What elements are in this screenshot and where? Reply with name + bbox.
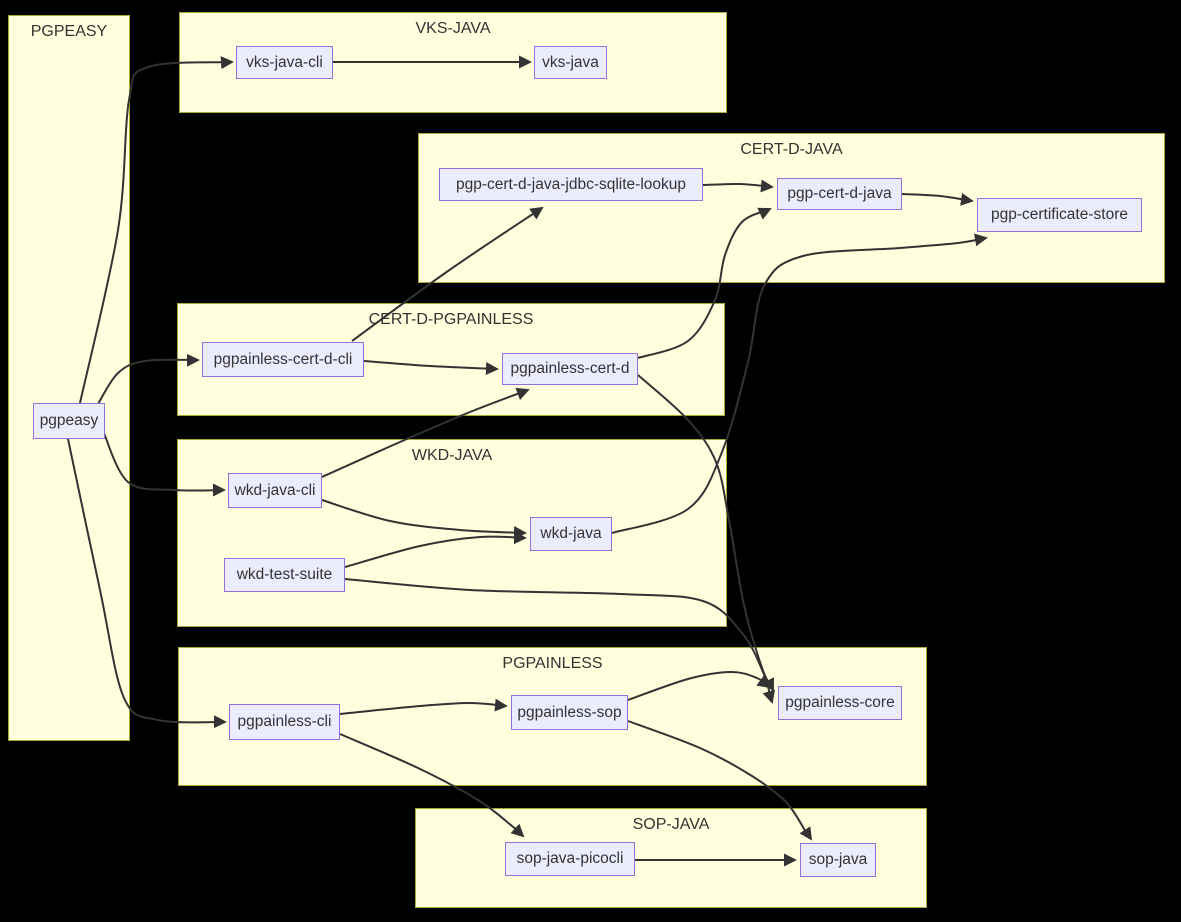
group-label-pgpainless-group: PGPAINLESS (502, 655, 603, 672)
node-pgp-cert-d-java: pgp-cert-d-java (777, 178, 902, 210)
group-label-wkd-java-group: WKD-JAVA (411, 447, 493, 464)
node-wkd-java: wkd-java (530, 517, 612, 551)
node-pgpainless-cert-d: pgpainless-cert-d (502, 353, 638, 385)
node-vks-java: vks-java (534, 46, 607, 79)
group-label-cert-d-java-group: CERT-D-JAVA (740, 141, 843, 158)
node-sop-java-picocli: sop-java-picocli (505, 842, 635, 876)
node-vks-java-cli: vks-java-cli (236, 46, 333, 79)
node-pgpainless-cli: pgpainless-cli (229, 704, 340, 740)
node-pgpainless-sop: pgpainless-sop (511, 695, 628, 730)
node-pgp-certificate-store: pgp-certificate-store (977, 198, 1142, 232)
node-pgpeasy: pgpeasy (33, 403, 105, 439)
node-pgpainless-core: pgpainless-core (778, 686, 902, 720)
node-pgp-cert-d-java-jdbc-sqlite-lookup: pgp-cert-d-java-jdbc-sqlite-lookup (439, 168, 703, 201)
group-label-sop-java-group: SOP-JAVA (632, 816, 710, 833)
node-wkd-test-suite: wkd-test-suite (224, 558, 345, 592)
group-label-vks-java-group: VKS-JAVA (415, 20, 491, 37)
node-sop-java: sop-java (800, 843, 876, 877)
node-wkd-java-cli: wkd-java-cli (228, 473, 322, 508)
group-wkd-java-group: WKD-JAVA (177, 439, 727, 627)
group-pgpeasy-group: PGPEASY (8, 15, 130, 741)
node-pgpainless-cert-d-cli: pgpainless-cert-d-cli (202, 342, 364, 377)
group-label-cert-d-pgpainless-group: CERT-D-PGPAINLESS (368, 311, 534, 328)
group-label-pgpeasy-group: PGPEASY (30, 23, 108, 40)
